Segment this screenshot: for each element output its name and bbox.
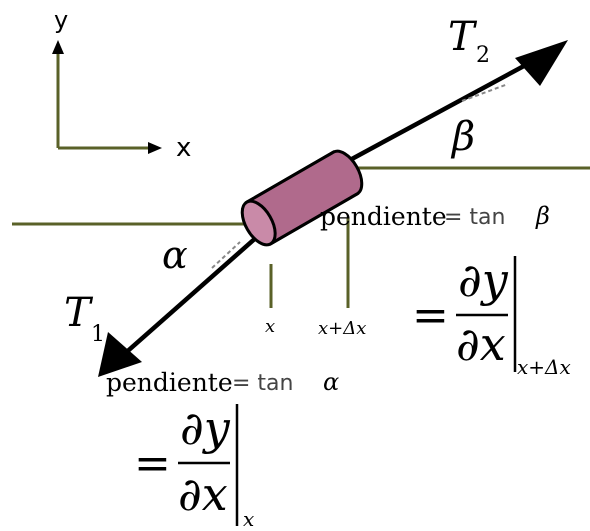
tension-t2-extension <box>461 83 509 102</box>
slope-right-label: pendiente <box>320 202 447 231</box>
slope-left-label: pendiente <box>106 368 233 397</box>
derivative-left-numerator: ∂y <box>180 401 231 455</box>
string-segment <box>240 149 364 247</box>
derivative-left-denominator: ∂x <box>178 467 228 521</box>
angle-beta-label: β <box>450 114 475 160</box>
derivative-left-eval-point: x <box>243 507 254 531</box>
tension-t1-line <box>120 234 260 358</box>
segment-left-cap <box>240 199 277 247</box>
tension-t1-arrowhead <box>98 332 142 377</box>
tension-t1-extension <box>211 241 241 269</box>
tension-t2-arrowhead <box>515 40 568 86</box>
derivative-right-denominator: ∂x <box>456 317 506 371</box>
slope-right-angle: β <box>535 202 550 230</box>
tension-t1-label: T <box>64 290 94 336</box>
derivative-right-numerator: ∂y <box>458 253 509 307</box>
slope-left-tan: = tan <box>232 371 293 396</box>
position-x-plus-dx-label: x+Δx <box>318 318 366 339</box>
derivative-right-equals: = <box>412 290 449 341</box>
segment-bottom-edge <box>269 192 359 246</box>
tension-t2-label: T <box>448 14 478 60</box>
segment-body-mask <box>247 153 357 243</box>
derivative-left-equals: = <box>134 438 171 489</box>
slope-right-tan: = tan <box>444 205 505 230</box>
tension-t2-line <box>348 58 537 162</box>
segment-top-edge <box>245 150 335 204</box>
y-axis-label: y <box>54 6 68 34</box>
x-axis-arrowhead <box>148 142 162 154</box>
angle-alpha-label: α <box>162 233 188 277</box>
x-axis-label: x <box>176 133 191 163</box>
derivative-right-eval-point: x+Δx <box>517 355 571 379</box>
slope-left-angle: α <box>323 368 339 396</box>
position-x-label: x <box>265 316 275 337</box>
y-axis-arrowhead <box>52 40 64 54</box>
tension-t1-subscript: 1 <box>91 322 105 347</box>
tension-t2-subscript: 2 <box>476 43 490 68</box>
